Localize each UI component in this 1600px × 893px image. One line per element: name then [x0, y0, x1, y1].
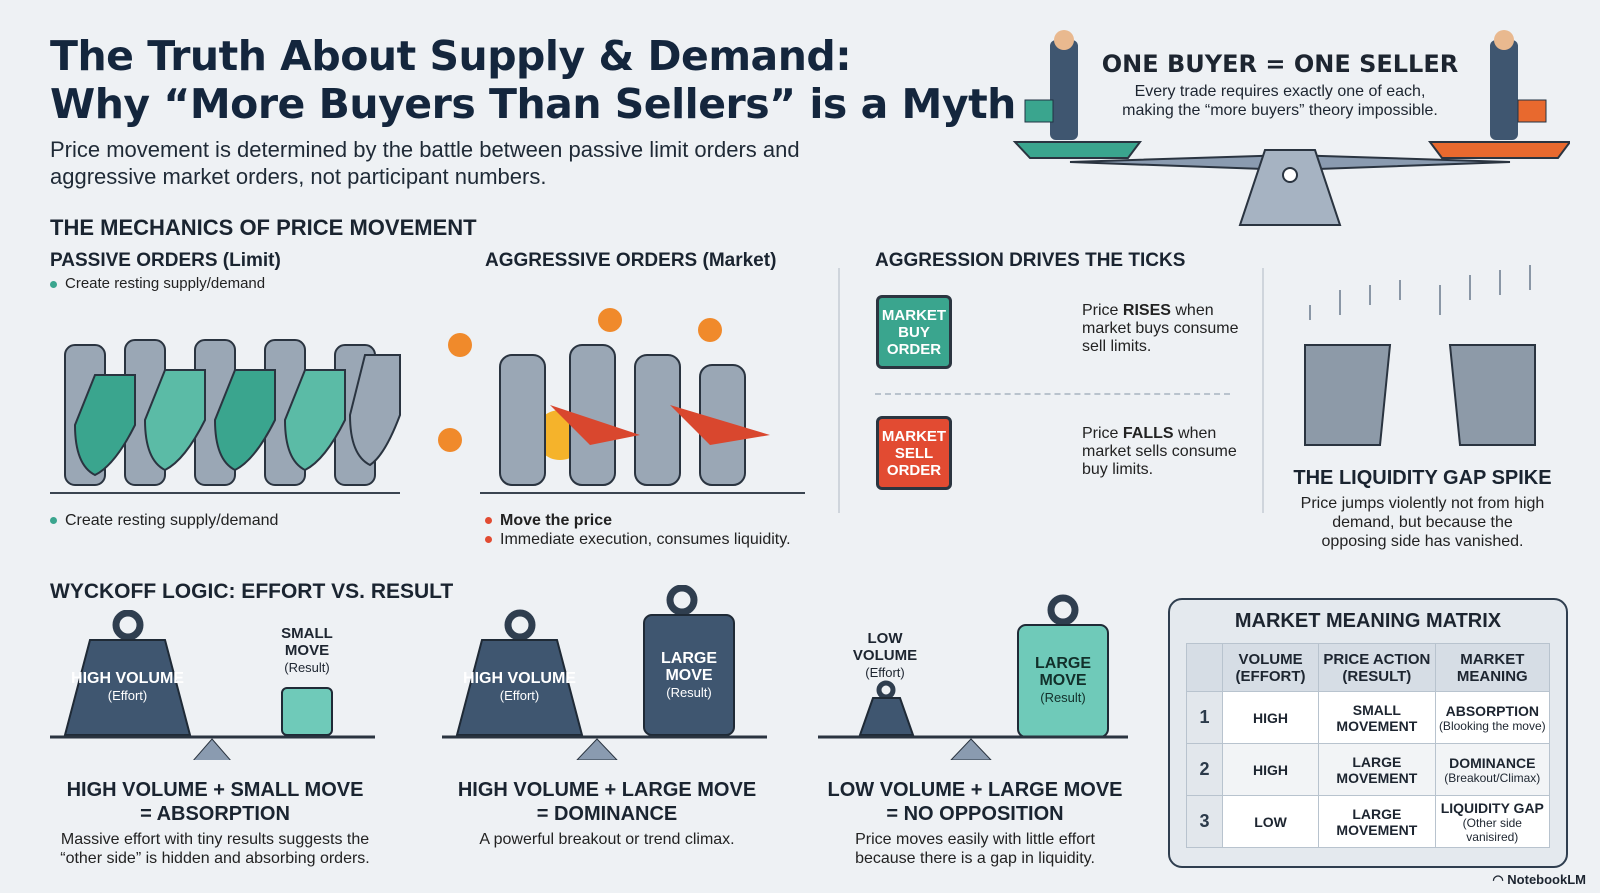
one-buyer-text: Every trade requires exactly one of each…	[1122, 83, 1438, 119]
mechanics-title: THE MECHANICS OF PRICE MOVEMENT	[50, 215, 477, 240]
title-line-2: Why “More Buyers Than Sellers” is a Myth	[50, 80, 1016, 128]
market-buy-order-badge: MARKET BUY ORDER	[876, 295, 952, 369]
market-meaning-matrix: MARKET MEANING MATRIX VOLUME (EFFORT)PRI…	[1168, 598, 1568, 868]
passive-title: PASSIVE ORDERS (Limit)	[50, 250, 281, 271]
market-sell-order-badge: MARKET SELL ORDER	[876, 416, 952, 490]
buyer-figure	[1050, 40, 1078, 140]
gap-text: Price jumps violently not from high dema…	[1300, 495, 1545, 550]
shield-wall-illustration	[64, 339, 401, 486]
charging-knights-illustration	[438, 308, 770, 486]
matrix-header-row: VOLUME (EFFORT)PRICE ACTION (RESULT)MARK…	[1186, 643, 1551, 692]
wyckoff-title: WYCKOFF LOGIC: EFFORT VS. RESULT	[50, 580, 454, 603]
one-buyer-title: ONE BUYER = ONE SELLER	[1101, 50, 1459, 78]
price-rises-text: Price RISES when market buys consume sel…	[1082, 302, 1239, 355]
aggressive-bullet-2: Immediate execution, consumes liquidity.	[485, 531, 791, 549]
page-title: The Truth About Supply & Demand: Why “Mo…	[50, 32, 1016, 128]
title-line-1: The Truth About Supply & Demand:	[50, 32, 852, 80]
aggressive-title: AGGRESSIVE ORDERS (Market)	[485, 250, 777, 271]
passive-bullet-bottom: Create resting supply/demand	[50, 512, 278, 530]
subtitle: Price movement is determined by the batt…	[50, 137, 800, 189]
one-buyer-panel: ONE BUYER = ONE SELLER Every trade requi…	[1100, 50, 1460, 120]
seller-figure	[1490, 40, 1518, 140]
buyer-briefcase	[1024, 99, 1054, 123]
notebooklm-brand: ◠ NotebookLM	[1492, 872, 1586, 887]
seller-briefcase	[1517, 99, 1547, 123]
balance-scale-illustration	[1012, 30, 1570, 226]
aggressive-bullet-1: Move the price	[485, 512, 612, 530]
matrix-title: MARKET MEANING MATRIX	[1234, 610, 1502, 632]
liquidity-gap-illustration	[1304, 265, 1536, 446]
passive-bullet-top: Create resting supply/demand	[50, 275, 265, 292]
matrix-table: VOLUME (EFFORT)PRICE ACTION (RESULT)MARK…	[1186, 643, 1551, 848]
price-falls-text: Price FALLS when market sells consume bu…	[1082, 425, 1237, 478]
ticks-title: AGGRESSION DRIVES THE TICKS	[875, 250, 1186, 271]
gap-title: THE LIQUIDITY GAP SPIKE	[1293, 467, 1552, 489]
notebooklm-logo-icon: ◠	[1492, 872, 1508, 887]
